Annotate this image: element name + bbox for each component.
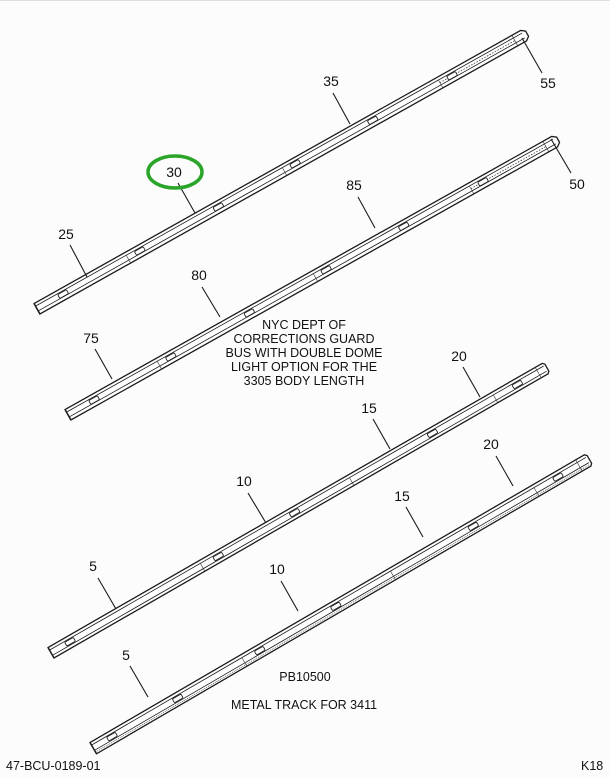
callout-75[interactable]: 75 xyxy=(83,330,99,346)
page-code: K18 xyxy=(581,759,604,773)
leader-lines xyxy=(69,37,572,698)
callout-80[interactable]: 80 xyxy=(191,267,207,283)
note-line: NYC DEPT OF xyxy=(262,318,346,332)
rail-d xyxy=(89,454,593,755)
nyc-corrections-note: NYC DEPT OF CORRECTIONS GUARD BUS WITH D… xyxy=(226,318,383,388)
part-number-label: PB10500 xyxy=(279,670,331,684)
callout-15-lower[interactable]: 15 xyxy=(394,488,410,504)
highlight-ring xyxy=(146,154,204,190)
callout-50[interactable]: 50 xyxy=(569,176,585,192)
note-line: CORRECTIONS GUARD xyxy=(233,332,375,346)
rail-a xyxy=(33,29,530,315)
callout-55[interactable]: 55 xyxy=(540,75,556,91)
callout-35[interactable]: 35 xyxy=(323,73,339,89)
rail-b xyxy=(64,135,561,421)
drawing-id: 47-BCU-0189-01 xyxy=(6,759,101,773)
callout-30[interactable]: 30 xyxy=(166,164,182,180)
rail-c xyxy=(47,362,550,659)
callout-5-lower[interactable]: 5 xyxy=(122,647,130,663)
callout-10-upper[interactable]: 10 xyxy=(236,473,252,489)
note-line: 3305 BODY LENGTH xyxy=(243,374,365,388)
callout-25[interactable]: 25 xyxy=(58,226,74,242)
callout-20-lower[interactable]: 20 xyxy=(483,436,499,452)
callout-5-upper[interactable]: 5 xyxy=(89,558,97,574)
callout-20-upper[interactable]: 20 xyxy=(451,348,467,364)
metal-track-note: METAL TRACK FOR 3411 xyxy=(230,698,378,712)
callout-10-lower[interactable]: 10 xyxy=(269,561,285,577)
note-line: LIGHT OPTION FOR THE xyxy=(230,360,378,374)
note-line: BUS WITH DOUBLE DOME xyxy=(225,346,383,360)
callout-15-upper[interactable]: 15 xyxy=(361,400,377,416)
callout-85[interactable]: 85 xyxy=(346,177,362,193)
